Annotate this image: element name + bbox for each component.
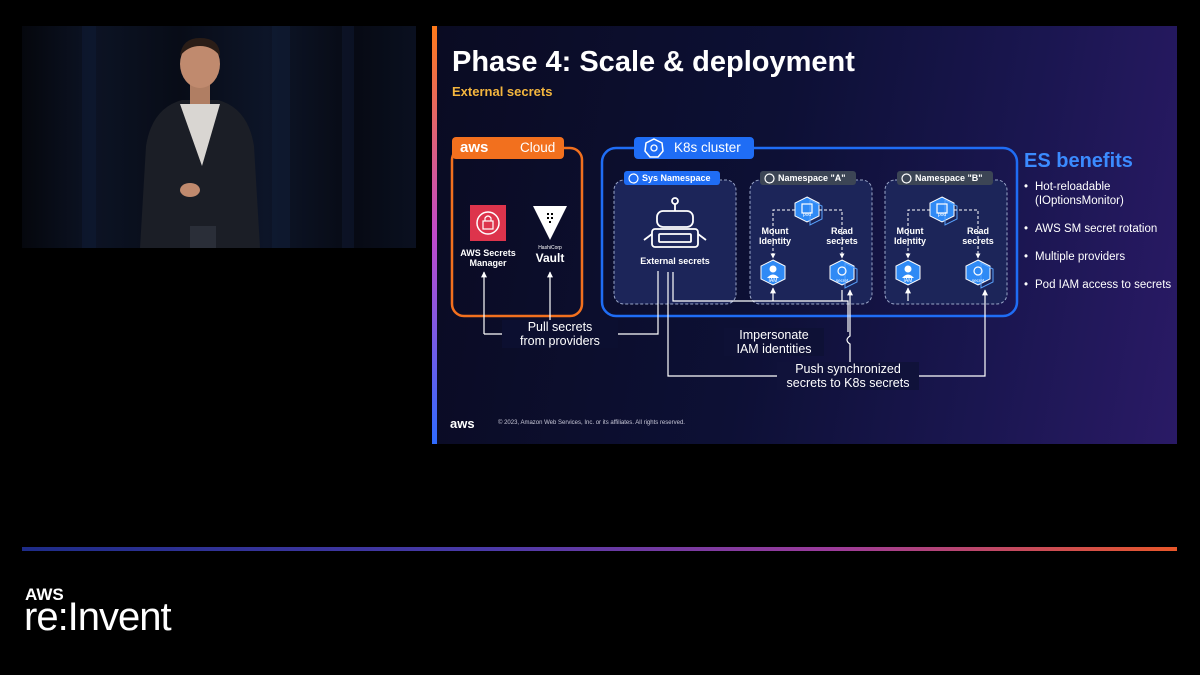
secrets-word: secrets	[826, 236, 858, 246]
mount-identity-label-b: Mount Identity	[890, 226, 930, 246]
brand-aws: AWS	[25, 585, 64, 604]
identity-word: Identity	[758, 236, 791, 246]
namespace-a-tag: Namespace "A"	[760, 171, 856, 185]
namespace-b-secret-icon	[965, 259, 994, 289]
benefit-item: AWS SM secret rotation	[1024, 222, 1174, 236]
gradient-divider	[22, 547, 1177, 551]
identity-word: Identity	[893, 236, 926, 246]
aws-secrets-manager-icon	[470, 205, 506, 241]
aws-secrets-manager-line1: AWS Secrets	[460, 248, 516, 258]
impersonate-label: Impersonate IAM identities	[724, 328, 824, 356]
namespace-b-tag: Namespace "B"	[897, 171, 993, 185]
read-secrets-label-b: Read secrets	[958, 226, 998, 246]
push-secrets-label: Push synchronized secrets to K8s secrets	[777, 362, 919, 390]
k8s-cluster-tag: K8s cluster	[634, 137, 754, 159]
vault-label: HashiCorp Vault	[530, 245, 570, 265]
namespace-b-label: Namespace "B"	[915, 173, 983, 183]
namespace-icon	[628, 172, 639, 184]
mount-identity-label-a: Mount Identity	[755, 226, 795, 246]
read-secrets-label-a: Read secrets	[822, 226, 862, 246]
secret-label-a: secret	[835, 278, 849, 283]
push-secrets-line1: Push synchronized	[795, 362, 901, 376]
k8s-cluster-box	[600, 146, 1019, 318]
secret-label-b: secret	[971, 278, 985, 283]
namespace-a-secret-icon	[829, 259, 858, 289]
speaker-video	[22, 26, 416, 248]
pull-secrets-line2: from providers	[520, 334, 600, 348]
read-word: Read	[966, 226, 989, 236]
namespace-icon	[901, 172, 912, 184]
vault-product: Vault	[535, 251, 565, 265]
namespace-b-pod-icon	[929, 196, 958, 226]
sys-namespace-tag: Sys Namespace	[624, 171, 720, 185]
namespace-a-label: Namespace "A"	[778, 173, 846, 183]
namespace-icon	[764, 172, 775, 184]
slide-aws-logo: aws	[450, 416, 475, 431]
sys-namespace-label: Sys Namespace	[642, 173, 711, 183]
push-secrets-line2: secrets to K8s secrets	[786, 376, 910, 390]
slide-title: Phase 4: Scale & deployment	[452, 46, 855, 78]
speaker-figure	[82, 26, 354, 248]
impersonate-line1: Impersonate	[739, 328, 809, 342]
slide-copyright: © 2023, Amazon Web Services, Inc. or its…	[498, 420, 685, 426]
benefit-item: Pod IAM access to secrets	[1024, 278, 1174, 292]
secrets-word: secrets	[962, 236, 994, 246]
vault-brand: HashiCorp	[538, 245, 562, 251]
pull-secrets-line1: Pull secrets	[527, 320, 593, 334]
aws-secrets-manager-label: AWS Secrets Manager	[458, 248, 518, 268]
brand-reinvent: re:Invent	[24, 595, 172, 639]
mount-word: Mount	[896, 226, 924, 236]
impersonate-arrows	[672, 272, 911, 332]
external-secrets-robot-icon	[643, 197, 707, 248]
cloud-tag-label: Cloud	[520, 140, 556, 155]
aws-secrets-manager-line2: Manager	[469, 258, 507, 268]
architecture-diagram	[450, 146, 1019, 377]
pull-secrets-label: Pull secrets from providers	[502, 320, 618, 348]
namespace-a-pod-icon	[794, 196, 823, 226]
slide-accent-bar	[432, 26, 437, 444]
presentation-slide: Phase 4: Scale & deployment External sec…	[432, 26, 1177, 444]
mount-word: Mount	[761, 226, 789, 236]
external-secrets-label: External secrets	[640, 256, 710, 266]
namespace-a-iam-icon	[760, 259, 786, 286]
pod-label-a: pod	[802, 212, 812, 218]
benefits-list: Hot-reloadable (IOptionsMonitor) AWS SM …	[1024, 180, 1174, 306]
pod-label-b: pod	[937, 212, 947, 218]
namespace-dashed-arrows	[770, 209, 981, 259]
iam-label-b: IAM	[903, 278, 913, 284]
kubernetes-icon	[644, 138, 664, 158]
namespace-b-iam-icon	[895, 259, 921, 286]
aws-logo-text: aws	[460, 139, 489, 156]
iam-label-a: IAM	[768, 278, 778, 284]
vault-icon	[533, 206, 567, 240]
k8s-cluster-label: K8s cluster	[674, 140, 741, 155]
benefits-title: ES benefits	[1024, 150, 1133, 172]
benefit-item: Multiple providers	[1024, 250, 1174, 264]
benefit-item: Hot-reloadable (IOptionsMonitor)	[1024, 180, 1174, 208]
read-word: Read	[830, 226, 853, 236]
cloud-tag: aws Cloud	[452, 137, 564, 159]
impersonate-line2: IAM identities	[736, 342, 812, 356]
slide-subtitle: External secrets	[452, 84, 553, 99]
